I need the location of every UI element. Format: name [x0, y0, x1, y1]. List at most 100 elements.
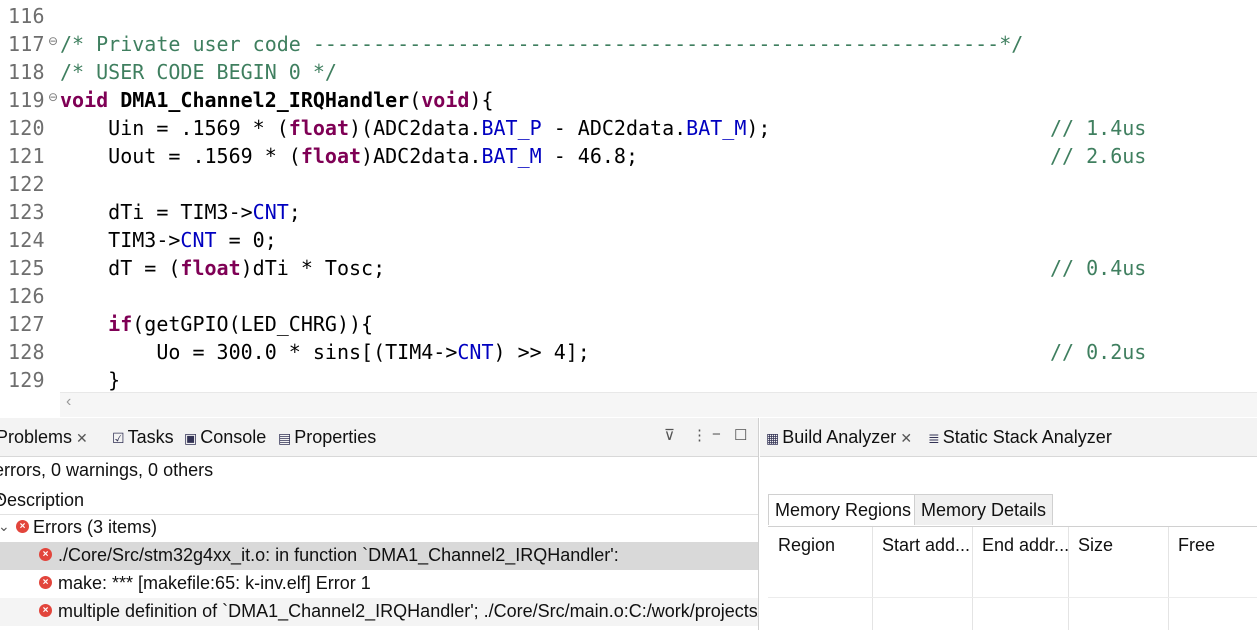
close-tab-icon[interactable]: ✕: [900, 430, 913, 446]
code-line[interactable]: 124 TIM3->CNT = 0;: [0, 226, 1257, 254]
problems-tabbar: Problems✕ ☑Tasks ▣Console ▤Properties ⊽ …: [0, 418, 758, 457]
code-token: CNT: [180, 228, 217, 252]
line-number: 126: [8, 284, 45, 308]
code-token: Uin = .1569 * (: [60, 116, 289, 140]
problem-row[interactable]: × make: *** [makefile:65: k-inv.elf] Err…: [0, 570, 758, 598]
code-line[interactable]: 117⊖/* Private user code ---------------…: [0, 30, 1257, 58]
code-token: Uo = 300.0 * sins[(TIM4->: [60, 340, 458, 364]
scroll-left-icon[interactable]: ‹: [66, 393, 72, 410]
minimize-icon[interactable]: −: [712, 426, 721, 443]
tab-static-stack-analyzer[interactable]: ≣Static Stack Analyzer: [928, 427, 1112, 448]
line-number: 119: [8, 88, 45, 112]
tab-properties[interactable]: ▤Properties: [278, 427, 376, 448]
sort-ascending-icon: ^: [0, 490, 2, 511]
code-token: /* Private user code -------------------…: [60, 32, 1024, 56]
code-token: - 46.8;: [541, 144, 639, 168]
problem-row[interactable]: × ./Core/Src/stm32g4xx_it.o: in function…: [0, 542, 758, 570]
line-number: 118: [8, 60, 45, 84]
code-line[interactable]: 119⊖void DMA1_Channel2_IRQHandler(void){: [0, 86, 1257, 114]
code-token: dT = (: [60, 256, 181, 280]
code-line[interactable]: 129 }: [0, 366, 1257, 392]
code-token: CNT: [252, 200, 289, 224]
code-token: float: [300, 144, 362, 168]
code-token: = 0;: [216, 228, 277, 252]
line-number: 125: [8, 256, 45, 280]
line-number: 129: [8, 368, 45, 392]
tab-memory-details[interactable]: Memory Details: [914, 494, 1054, 525]
problem-row[interactable]: × multiple definition of `DMA1_Channel2_…: [0, 598, 758, 626]
error-icon: ×: [39, 548, 52, 561]
editor-horizontal-scrollbar[interactable]: ‹: [60, 392, 1257, 417]
line-number: 116: [8, 4, 45, 28]
code-text: Uout = .1569 * (float)ADC2data.BAT_M - 4…: [60, 144, 638, 168]
error-icon: ×: [39, 576, 52, 589]
error-icon: ×: [16, 520, 29, 533]
memory-details-label: Memory Details: [921, 500, 1047, 520]
code-line[interactable]: 125 dT = (float)dTi * Tosc; // 0.4us: [0, 254, 1257, 282]
problem-description: ./Core/Src/stm32g4xx_it.o: in function `…: [58, 545, 619, 565]
code-text: dTi = TIM3->CNT;: [60, 200, 301, 224]
code-text: dT = (float)dTi * Tosc;: [60, 256, 385, 280]
column-start-address[interactable]: Start add...: [872, 527, 973, 630]
problems-summary: errors, 0 warnings, 0 others: [0, 460, 214, 480]
timing-comment: // 0.4us: [1050, 256, 1147, 280]
code-text: Uin = .1569 * (float)(ADC2data.BAT_P - A…: [60, 116, 770, 140]
line-number: 120: [8, 116, 45, 140]
code-token: /* USER CODE BEGIN 0 */: [60, 60, 337, 84]
tab-problems[interactable]: Problems✕: [0, 427, 88, 448]
code-line[interactable]: 121 Uout = .1569 * (float)ADC2data.BAT_M…: [0, 142, 1257, 170]
fold-collapse-icon[interactable]: ⊖: [48, 34, 59, 48]
code-line[interactable]: 126: [0, 282, 1257, 310]
code-line[interactable]: 127 if(getGPIO(LED_CHRG)){: [0, 310, 1257, 338]
code-line[interactable]: 128 Uo = 300.0 * sins[(TIM4->CNT) >> 4];…: [0, 338, 1257, 366]
close-tab-icon[interactable]: ✕: [76, 430, 88, 446]
line-number: 123: [8, 200, 45, 224]
code-line[interactable]: 116: [0, 2, 1257, 30]
start-address-column-label: Start add...: [882, 535, 971, 555]
code-token: BAT_P: [481, 116, 542, 140]
fold-collapse-icon[interactable]: ⊖: [48, 90, 59, 104]
timing-comment: // 2.6us: [1050, 144, 1147, 168]
column-end-address[interactable]: End addr...: [972, 527, 1069, 630]
tab-console[interactable]: ▣Console: [184, 427, 266, 448]
code-token: [60, 312, 108, 336]
build-analyzer-tab-label: Build Analyzer: [782, 427, 897, 447]
errors-group-label: Errors (3 items): [33, 517, 158, 537]
problems-panel: Problems✕ ☑Tasks ▣Console ▤Properties ⊽ …: [0, 418, 759, 630]
column-region[interactable]: Region: [768, 527, 873, 630]
build-analyzer-panel: ▦Build Analyzer✕ ≣Static Stack Analyzer …: [760, 418, 1257, 630]
static-stack-analyzer-tab-label: Static Stack Analyzer: [942, 427, 1112, 447]
errors-group-row[interactable]: ⌄ × Errors (3 items): [0, 514, 758, 542]
maximize-icon[interactable]: ☐: [734, 427, 748, 444]
code-text: if(getGPIO(LED_CHRG)){: [60, 312, 373, 336]
column-size[interactable]: Size: [1068, 527, 1169, 630]
console-icon: ▣: [184, 430, 198, 446]
code-token: )(ADC2data.: [349, 116, 482, 140]
tab-tasks[interactable]: ☑Tasks: [112, 427, 174, 448]
code-line[interactable]: 118 /* USER CODE BEGIN 0 */: [0, 58, 1257, 86]
filter-icon[interactable]: ⊽: [664, 427, 675, 444]
table-row-divider: [768, 597, 1257, 598]
size-column-label: Size: [1078, 535, 1114, 555]
column-free[interactable]: Free: [1168, 527, 1257, 630]
code-token: void: [60, 88, 109, 112]
tab-memory-regions[interactable]: Memory Regions: [768, 494, 919, 525]
collapse-arrow-icon[interactable]: ⌄: [0, 518, 10, 535]
code-token: ) >> 4];: [493, 340, 590, 364]
code-text: Uo = 300.0 * sins[(TIM4->CNT) >> 4];: [60, 340, 590, 364]
code-line[interactable]: 122: [0, 170, 1257, 198]
code-token: dTi = TIM3->: [60, 200, 253, 224]
tasks-tab-label: Tasks: [127, 427, 174, 447]
code-token: Uout = .1569 * (: [60, 144, 301, 168]
end-address-column-label: End addr...: [982, 535, 1070, 555]
timing-comment: // 1.4us: [1050, 116, 1147, 140]
code-token: (: [409, 88, 422, 112]
view-menu-icon[interactable]: ⋮: [692, 427, 707, 444]
code-text: void DMA1_Channel2_IRQHandler(void){: [60, 88, 494, 112]
code-token: TIM3->: [60, 228, 181, 252]
code-line[interactable]: 123 dTi = TIM3->CNT;: [0, 198, 1257, 226]
code-line[interactable]: 120 Uin = .1569 * (float)(ADC2data.BAT_P…: [0, 114, 1257, 142]
tab-build-analyzer[interactable]: ▦Build Analyzer✕: [766, 427, 912, 448]
description-column-header[interactable]: Description ^: [0, 486, 758, 515]
